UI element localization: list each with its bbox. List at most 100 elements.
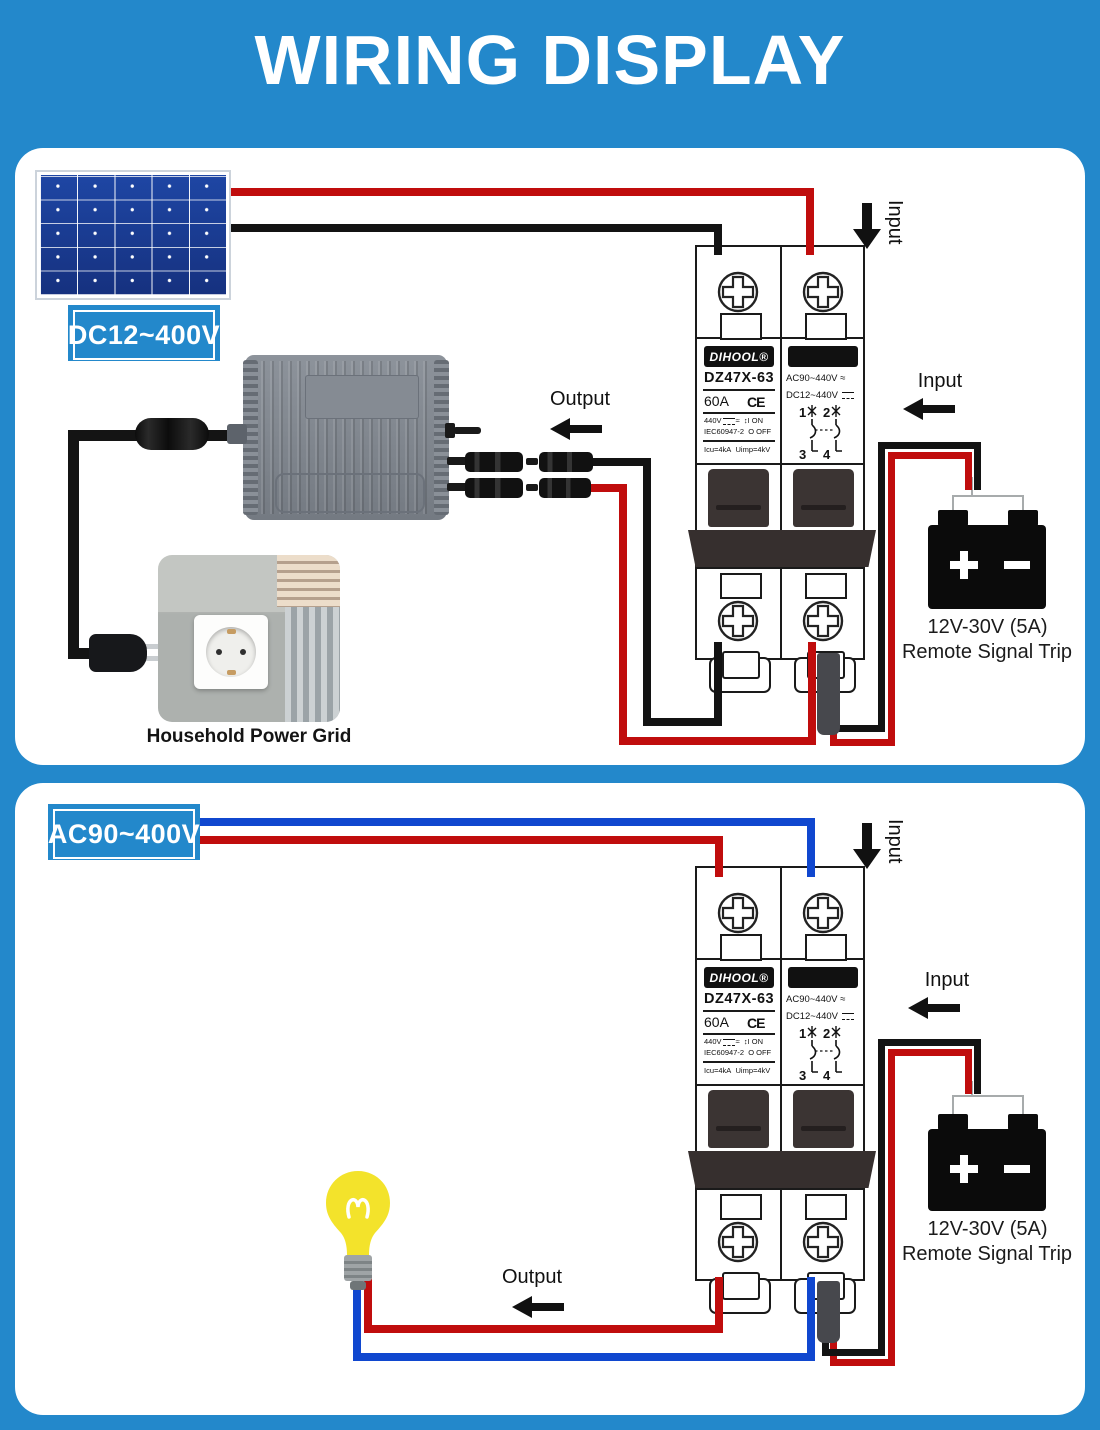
mc4-connector-female <box>465 452 523 472</box>
on-label: I ON <box>747 416 763 425</box>
ac-range-value: AC90~440V <box>786 373 838 384</box>
svg-text:1: 1 <box>799 405 806 420</box>
wire-segment <box>887 451 895 746</box>
wire-segment <box>952 1095 1024 1097</box>
circuit-breaker: DIHOOL® DZ47X-63 60A CE 440V≈ ↕I ON IEC6… <box>688 866 876 1314</box>
toggle-bar[interactable] <box>688 1151 876 1188</box>
label-rule <box>703 440 775 442</box>
wire-segment <box>807 1277 815 1361</box>
socket-hole <box>240 649 246 655</box>
terminal-window <box>805 934 847 961</box>
toggle-bar[interactable] <box>688 530 876 567</box>
ac-voltage-text: AC90~400V <box>48 809 200 859</box>
bottom-clip-inner <box>722 651 760 679</box>
wire-segment <box>643 458 651 726</box>
wire-segment <box>715 836 723 877</box>
inverter-left-port <box>227 424 247 444</box>
wire-segment <box>364 1275 372 1333</box>
mc4-pin <box>526 484 538 491</box>
socket-hole <box>216 649 222 655</box>
dc-voltage-text: DC12~400V <box>68 310 220 360</box>
breaker-handle[interactable] <box>793 1090 854 1148</box>
blank-label-bar <box>788 346 858 367</box>
mc4-pin <box>526 458 538 465</box>
wire-segment <box>973 1038 981 1094</box>
wire-segment <box>821 1348 885 1356</box>
terminal-window <box>805 1194 847 1220</box>
wire-segment <box>806 188 814 255</box>
wire-segment <box>196 836 723 844</box>
input-arrow-down-icon <box>853 823 881 869</box>
output-arrow-left-icon <box>512 1296 564 1318</box>
terminal-window <box>805 313 847 340</box>
wire-segment <box>829 738 895 746</box>
battery-spec: 12V-30V (5A) <box>927 616 1048 638</box>
battery-terminal <box>938 1114 968 1130</box>
breaker-line <box>697 1084 863 1086</box>
antenna-stub-base <box>445 423 455 438</box>
breaker-handle[interactable] <box>708 469 769 527</box>
label-rule <box>703 1010 775 1012</box>
brand-logo: DIHOOL® <box>704 346 774 367</box>
model-number: DZ47X-63 <box>704 370 775 386</box>
wire-segment <box>887 1048 972 1056</box>
remote-trip-connector <box>817 1281 840 1343</box>
wire-segment <box>196 818 815 826</box>
battery-plus-icon <box>950 551 978 579</box>
household-outlet-photo <box>158 555 340 722</box>
curtain <box>285 607 340 722</box>
standard-value: IEC60947-2 <box>704 427 745 436</box>
svg-text:4: 4 <box>823 447 831 461</box>
ce-mark: CE <box>747 1015 765 1031</box>
dc-wiring-panel: DC12~400V Output <box>15 148 1085 765</box>
terminal-window <box>720 313 762 340</box>
wire-segment <box>964 451 972 490</box>
terminal-window <box>720 934 762 961</box>
wire-segment <box>575 484 627 492</box>
antenna-stub <box>453 427 481 434</box>
battery-minus-icon <box>1004 561 1030 569</box>
dc-range: DC12~440V <box>786 390 855 401</box>
page-title: WIRING DISPLAY <box>254 21 846 99</box>
breaker-handle[interactable] <box>793 469 854 527</box>
wire-segment <box>643 718 722 726</box>
outlet-caption: Household Power Grid <box>146 726 352 747</box>
wire-segment <box>1022 1095 1024 1117</box>
output-label: Output <box>549 388 611 410</box>
pole-diagram-icon: 1 2 3 4 <box>799 1026 842 1082</box>
input-side-label: Input <box>924 969 970 991</box>
wire-segment <box>973 441 981 490</box>
screw-icon <box>717 600 759 642</box>
label-rule <box>703 1033 775 1035</box>
breaker-line <box>697 463 863 465</box>
input-arrow-left-icon <box>908 997 960 1019</box>
dc-symbol-icon <box>722 417 735 425</box>
wire-segment <box>353 1353 815 1361</box>
breaker-line <box>697 1188 863 1190</box>
wire-segment <box>952 1095 954 1117</box>
brand-logo: DIHOOL® <box>704 967 774 988</box>
standard-value: IEC60947-2 <box>704 1048 745 1057</box>
wire-segment <box>201 188 814 196</box>
svg-text:2: 2 <box>823 405 830 420</box>
terminal-window <box>720 573 762 599</box>
pole-divider <box>780 247 782 658</box>
wire-segment <box>971 1081 973 1097</box>
icu-value: Icu=4kA <box>704 1066 732 1075</box>
battery-caption: Remote Signal Trip <box>901 1243 1073 1265</box>
battery-spec: 12V-30V (5A) <box>927 1218 1048 1240</box>
battery-plus-icon <box>950 1155 978 1183</box>
breaker-handle[interactable] <box>708 1090 769 1148</box>
screw-icon <box>802 1221 844 1263</box>
ac-voltage-label: AC90~400V <box>48 804 200 860</box>
wire-segment <box>1022 495 1024 513</box>
pole-divider <box>780 868 782 1279</box>
input-side-label: Input <box>917 370 963 392</box>
breaker-line <box>697 958 863 960</box>
svg-text:3: 3 <box>799 447 806 461</box>
wire-segment <box>807 818 815 877</box>
wire-segment <box>619 484 627 745</box>
screw-icon <box>717 271 759 313</box>
circuit-breaker: DIHOOL® DZ47X-63 60A CE 440V≈ ↕I ON IEC6… <box>688 245 876 693</box>
